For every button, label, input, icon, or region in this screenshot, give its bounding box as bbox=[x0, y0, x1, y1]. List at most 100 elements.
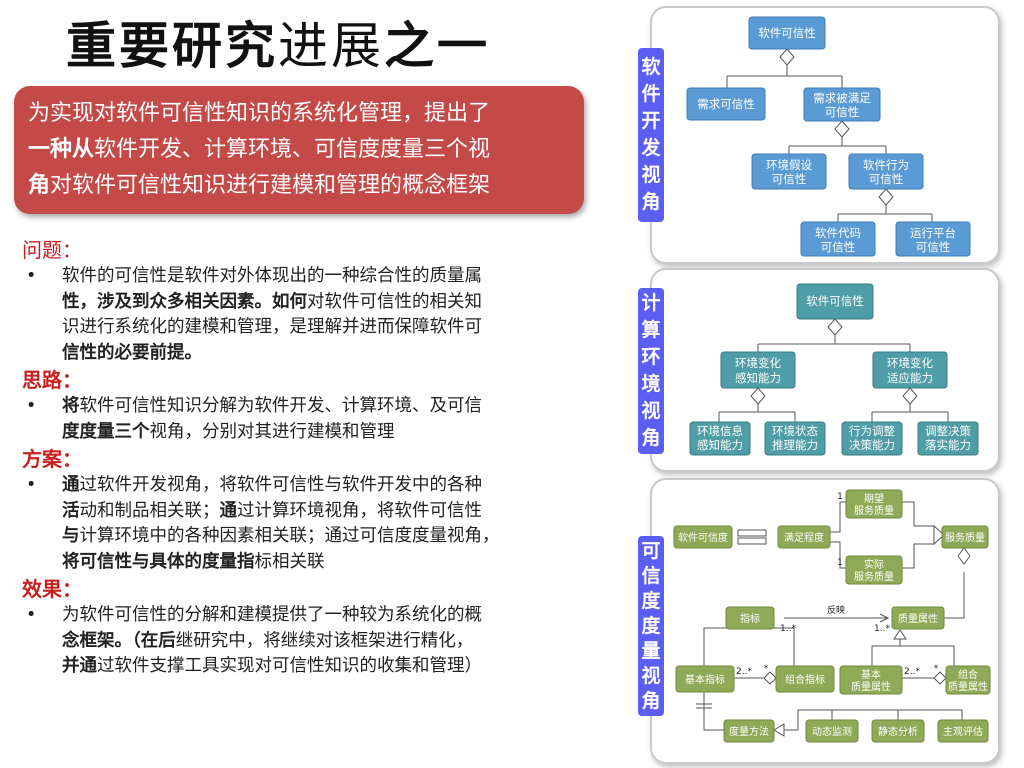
panel-computing-environment: 软件可信性 环境变化 感知能力 环境变化 适应能力 环境信息 感知能力 环境状态… bbox=[650, 268, 1000, 472]
vlabel-char: 度 bbox=[641, 614, 661, 637]
node-env-info-sense[interactable] bbox=[689, 421, 751, 456]
label-basic-quality-attribute: 基本 bbox=[861, 668, 881, 681]
slide-title: 重要研究进展之一 bbox=[66, 17, 490, 75]
aggregation-diamond bbox=[957, 547, 971, 565]
node-basic-indicator[interactable] bbox=[675, 665, 735, 693]
aggregation-diamond bbox=[878, 188, 894, 206]
aggregation-diamond bbox=[827, 318, 843, 336]
vlabel-char: 环 bbox=[641, 346, 661, 368]
node-software-trust[interactable] bbox=[796, 283, 874, 320]
node-dynamic-monitoring[interactable] bbox=[805, 719, 859, 743]
vlabel-char: 计 bbox=[641, 292, 661, 314]
label-static-analysis: 静态分析 bbox=[878, 725, 918, 738]
label-actual-service-quality: 实际 bbox=[864, 558, 884, 571]
vlabel-char: 信 bbox=[641, 564, 661, 587]
node-requirement-trust[interactable] bbox=[686, 87, 766, 121]
label-env-state-reason: 推理能力 bbox=[772, 438, 818, 452]
vlabel-char: 发 bbox=[641, 137, 661, 159]
node-software-behavior[interactable] bbox=[848, 153, 924, 190]
label-software-behavior: 可信性 bbox=[869, 172, 904, 186]
bullet: • bbox=[26, 475, 37, 495]
problem-item: • 软件的可信性是软件对外体现出的一种综合性的质量属 性，涉及到众多相关因素。如… bbox=[22, 264, 622, 366]
label-software-behavior: 软件行为 bbox=[863, 158, 909, 172]
node-basic-quality-attribute[interactable] bbox=[839, 665, 903, 695]
label-requirement-trust: 需求可信性 bbox=[697, 97, 755, 111]
node-software-code[interactable] bbox=[800, 221, 876, 257]
plan-item: • 通过软件开发视角，将软件可信性与软件开发中的各种 活动和制品相关联；通过计算… bbox=[22, 473, 622, 575]
vlabel-char: 件 bbox=[641, 83, 661, 105]
node-behavior-adjust-decide[interactable] bbox=[841, 421, 903, 456]
node-measurement-method[interactable] bbox=[723, 719, 775, 743]
label-basic-quality-attribute: 质量属性 bbox=[851, 680, 891, 693]
panel-software-development: 软件可信性 需求可信性 需求被满足 可信性 环境假设 可信性 软件行为 可信性 … bbox=[650, 6, 1000, 264]
plan-line-4: 将可信性与具体的度量指标相关联 bbox=[62, 551, 325, 572]
vlabel-char: 量 bbox=[641, 639, 661, 662]
node-env-state-reason[interactable] bbox=[764, 421, 826, 456]
label-expected-service-quality: 期望 bbox=[864, 492, 884, 505]
label-requirement-satisfied: 需求被满足 bbox=[813, 91, 871, 105]
node-requirement-satisfied[interactable] bbox=[803, 87, 881, 122]
vlabel-char: 开 bbox=[641, 110, 661, 132]
computing-environment-diagram: 软件可信性 环境变化 感知能力 环境变化 适应能力 环境信息 感知能力 环境状态… bbox=[689, 283, 979, 456]
node-expected-service-quality[interactable] bbox=[845, 489, 903, 519]
node-composite-quality-attribute[interactable] bbox=[945, 665, 991, 695]
result-line-1: 为软件可信性的分解和建模提供了一种较为系统化的概 bbox=[62, 605, 482, 625]
vlabel-char: 视 bbox=[641, 664, 661, 687]
node-satisfaction-level[interactable] bbox=[777, 525, 831, 549]
main-content: 问题： • 软件的可信性是软件对外体现出的一种综合性的质量属 性，涉及到众多相关… bbox=[22, 236, 622, 680]
node-software-trust-degree[interactable] bbox=[673, 525, 733, 549]
node-env-change-sense[interactable] bbox=[720, 351, 796, 389]
label-software-trust: 软件可信性 bbox=[806, 294, 864, 308]
node-quality-attribute[interactable] bbox=[891, 606, 945, 630]
multiplicity-label: 1 bbox=[837, 558, 843, 568]
bullet: • bbox=[26, 266, 37, 286]
node-adjust-decision-implement[interactable] bbox=[917, 421, 979, 456]
software-development-diagram: 软件可信性 需求可信性 需求被满足 可信性 环境假设 可信性 软件行为 可信性 … bbox=[686, 16, 971, 257]
plan-line-2: 活动和制品相关联；通过计算环境视角，将软件可信性 bbox=[62, 500, 482, 521]
plan-line-1: 通过软件开发视角，将软件可信性与软件开发中的各种 bbox=[62, 475, 482, 495]
label-composite-quality-attribute: 组合 bbox=[958, 668, 978, 681]
problem-line-3: 识进行系统化的建模和管理，是理解并进而保障软件可 bbox=[62, 317, 482, 337]
aggregation-diamond bbox=[779, 48, 795, 66]
label-env-assumption: 环境假设 bbox=[766, 158, 812, 172]
result-line-2: 念框架。（在后继研究中，将继续对该框架进行精化， bbox=[62, 630, 474, 651]
node-runtime-platform[interactable] bbox=[895, 221, 971, 257]
node-composite-indicator[interactable] bbox=[775, 665, 835, 693]
node-subjective-evaluation[interactable] bbox=[937, 719, 989, 743]
relation-label-reflects: 反映 bbox=[827, 604, 845, 616]
label-behavior-adjust-decide: 决策能力 bbox=[849, 438, 895, 452]
node-static-analysis[interactable] bbox=[871, 719, 925, 743]
label-env-state-reason: 环境状态 bbox=[772, 424, 818, 438]
vlabel-char: 软 bbox=[641, 56, 661, 78]
node-indicator[interactable] bbox=[725, 606, 775, 630]
bullet: • bbox=[26, 605, 37, 625]
node-env-change-adapt[interactable] bbox=[872, 351, 948, 389]
label-expected-service-quality: 服务质量 bbox=[854, 504, 894, 517]
label-composite-quality-attribute: 质量属性 bbox=[948, 680, 988, 693]
multiplicity-label: 1..* bbox=[780, 624, 796, 634]
multiplicity-label: 1 bbox=[837, 492, 843, 502]
label-requirement-satisfied: 可信性 bbox=[825, 105, 860, 119]
vlabel-char: 境 bbox=[641, 373, 661, 395]
problem-line-1: 软件的可信性是软件对外体现出的一种综合性的质量属 bbox=[62, 266, 482, 286]
node-actual-service-quality[interactable] bbox=[845, 555, 903, 585]
label-trust-measurement-perspective: 可 信 度 度 量 视 角 bbox=[638, 536, 664, 716]
idea-line-2: 度度量三个视角，分别对其进行建模和管理 bbox=[62, 421, 395, 442]
label-adjust-decision-implement: 调整决策 bbox=[925, 424, 971, 438]
vlabel-char: 角 bbox=[641, 191, 661, 213]
aggregation-diamond bbox=[902, 387, 918, 405]
node-service-quality[interactable] bbox=[941, 525, 989, 549]
result-heading: 效果： bbox=[22, 577, 82, 601]
vlabel-char: 视 bbox=[641, 164, 661, 186]
summary-line-2: 一种从软件开发、计算环境、可信度度量三个视 bbox=[28, 137, 491, 162]
label-computing-environment-perspective: 计 算 环 境 视 角 bbox=[638, 288, 664, 454]
label-quality-attribute: 质量属性 bbox=[898, 612, 938, 625]
label-basic-indicator: 基本指标 bbox=[685, 673, 725, 686]
summary-line-3: 角对软件可信性知识进行建模和管理的概念框架 bbox=[28, 173, 491, 198]
node-software-trust[interactable] bbox=[748, 16, 826, 50]
vlabel-char: 角 bbox=[641, 427, 661, 449]
result-line-3: 并通过软件支撑工具实现对可信性知识的收集和管理） bbox=[62, 656, 482, 676]
node-env-assumption[interactable] bbox=[751, 153, 827, 190]
label-software-trust-degree: 软件可信度 bbox=[678, 531, 728, 544]
multiplicity-label: 2..* bbox=[736, 667, 752, 677]
